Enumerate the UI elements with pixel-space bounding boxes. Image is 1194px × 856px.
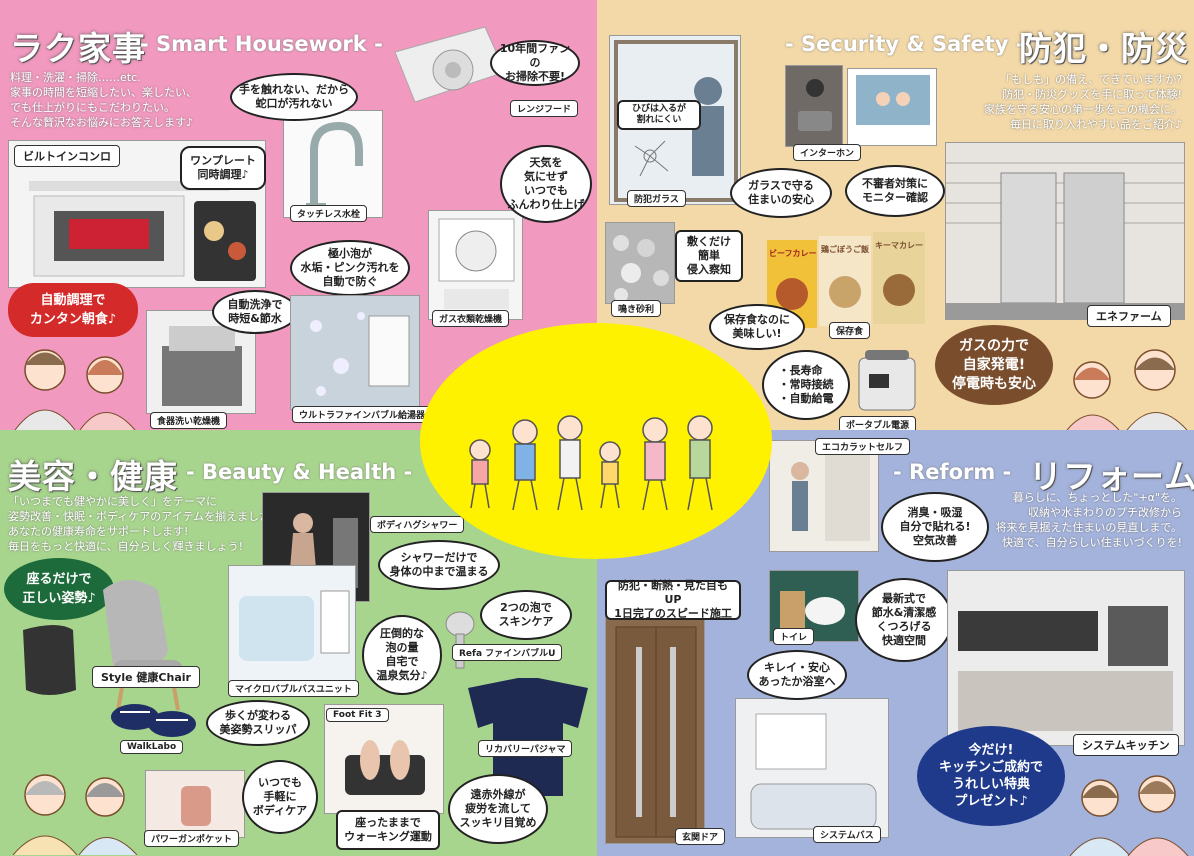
refa-bubble: 2つの泡で スキンケア: [480, 590, 572, 640]
security-title-en: - Security & Safety -: [785, 32, 1025, 56]
reform-title-jp: リフォーム: [1029, 457, 1194, 496]
gravel-label: 鳴き砂利: [611, 300, 662, 317]
pajama-label: リカバリーパジャマ: [478, 740, 573, 757]
security-callout: ガスの力で 自家発電! 停電時も安心: [935, 325, 1053, 405]
footfit-label: Foot Fit 3: [326, 708, 389, 722]
gun-label: パワーガンポケット: [144, 830, 240, 847]
bath-label: マイクロバブルバスユニット: [228, 680, 359, 697]
dryer-label: ガス衣類乾燥機: [432, 310, 510, 327]
shower-bubble: シャワーだけで 身体の中まで温まる: [378, 540, 500, 590]
beauty-people-illustration: [12, 774, 138, 855]
foam-bubble: 極小泡が 水垢・ピンク汚れを 自動で防ぐ: [290, 240, 410, 296]
chair-illustration: [23, 580, 183, 710]
reform-people-illustration: [1069, 775, 1189, 856]
glass-note: ひびは入るが 割れにくい: [617, 100, 701, 130]
enefarm-label: エネファーム: [1087, 305, 1171, 327]
housework-people-illustration: [14, 349, 136, 430]
housework-callout: 自動調理で カンタン朝食♪: [8, 283, 138, 337]
beauty-intro: 「いつまでも健やかに美しく」をテーマに 姿勢改善・快眠・ボディケアのアイテムを揃…: [8, 495, 282, 553]
care-bubble: いつでも 手軽に ボディケア: [242, 760, 318, 834]
system-kitchen-photo: [947, 570, 1185, 746]
ecocarat-label: エコカラットセルフ: [815, 438, 911, 455]
section-reform: - Reform - リフォーム 暮らしに、ちょっとした"+α"を。 収納や水ま…: [597, 430, 1194, 856]
food-pack-1: ビーフカレー: [769, 249, 817, 258]
monitor-photo: [847, 68, 937, 146]
chair-label: Style 健康Chair: [92, 666, 200, 688]
toilet-bubble: 最新式で 節水&清潔感 くつろげる 快適空間: [855, 578, 953, 662]
refa-illustration: [445, 611, 475, 669]
toilet-photo: [769, 570, 859, 642]
power-label: ポータブル電源: [839, 416, 917, 430]
bath-reform-bubble: キレイ・安心 あったか浴室へ: [747, 650, 847, 700]
walk-bubble: 座ったままで ウォーキング運動: [336, 810, 440, 850]
system-bath-label: システムバス: [813, 826, 881, 843]
gravel-photo: [605, 222, 675, 304]
glass-bubble: ガラスで守る 住まいの安心: [730, 168, 832, 218]
system-kitchen-label: システムキッチン: [1073, 734, 1179, 756]
slipper-bubble: 歩くが変わる 美姿勢スリッパ: [206, 700, 310, 746]
security-glass-photo: [609, 35, 741, 205]
toilet-label: トイレ: [773, 628, 815, 645]
dry-bubble: 天気を 気にせず いつでも ふんわり仕上げ: [500, 145, 592, 223]
bath-bubble: 圧倒的な 泡の量 自宅で 温泉気分♪: [362, 615, 442, 695]
section-beauty: 美容・健康 - Beauty & Health - 「いつまでも健やかに美しく」…: [0, 430, 597, 856]
section-security: - Security & Safety - 防犯・防災 「もしも」の備え、できて…: [597, 0, 1194, 430]
food-pack-2: 鶏ごぼうご飯: [821, 245, 869, 254]
food-bubble: 保存食なのに 美味しい!: [709, 304, 805, 350]
oneplate-bubble: ワンプレート 同時調理♪: [180, 146, 266, 190]
door-label: 玄関ドア: [675, 828, 726, 845]
bubble-heater-photo: [290, 295, 420, 410]
beauty-callout: 座るだけで 正しい姿勢♪: [4, 558, 114, 620]
security-intro: 「もしも」の備え、できていますか? 防犯・防災グッズを手に取って体験! 家族を守…: [984, 73, 1182, 131]
system-bath-photo: [735, 698, 889, 838]
door-bubble: 防犯・断熱・見た目もUP 1日完了のスピード施工: [605, 579, 741, 620]
rangehood-label: レンジフード: [510, 100, 579, 117]
security-title-jp: 防犯・防災: [1019, 29, 1189, 68]
reform-intro: 暮らしに、ちょっとした"+α"を。 収納や水まわりのプチ改修から 将来を見据えた…: [995, 491, 1182, 549]
security-people-illustration: [1066, 349, 1188, 430]
monitor-bubble: 不審者対策に モニター確認: [845, 165, 945, 217]
faucet-label: タッチレス水栓: [290, 205, 368, 222]
beauty-title-en: - Beauty & Health -: [186, 460, 413, 484]
door-photo: [605, 616, 705, 844]
beauty-title-jp: 美容・健康: [8, 457, 178, 496]
housework-intro: 料理・洗濯・掃除……etc. 家事の時間を短縮したい、楽したい、 でも仕上がりに…: [10, 71, 197, 129]
food-label: 保存食: [829, 322, 871, 339]
refa-label: Refa ファインバブルU: [452, 644, 563, 661]
walklabo-label: WalkLabo: [120, 740, 184, 754]
walking-family-illustration: [469, 415, 713, 511]
reform-callout: 今だけ! キッチンご成約で うれしい特典 プレゼント♪: [917, 726, 1065, 826]
faucet-bubble: 手を触れない、だから 蛇口が汚れない: [230, 73, 358, 121]
dryer-photo: [428, 210, 523, 320]
pajama-illustration: [468, 678, 588, 796]
rangehood-photo: [385, 22, 507, 130]
faucet-photo: [283, 110, 383, 218]
enefarm-photo: [945, 142, 1185, 320]
bath-photo: [228, 565, 356, 683]
gravel-bubble: 敷くだけ 簡単 侵入察知: [675, 230, 743, 282]
ecocarat-photo: [769, 440, 879, 552]
dishwasher-label: 食器洗い乾燥機: [150, 412, 228, 429]
intercom-photo: [785, 65, 843, 147]
power-photo: [855, 346, 919, 416]
slipper-illustration: [111, 704, 196, 737]
housework-title-jp: ラク家事: [10, 29, 146, 68]
power-bubble: ・長寿命 ・常時接続 ・自動給電: [762, 350, 850, 420]
cooktop-label: ビルトインコンロ: [14, 145, 120, 167]
eco-bubble: 消臭・吸湿 自分で貼れる! 空気改善: [881, 492, 989, 562]
reform-title-en: - Reform -: [893, 460, 1012, 484]
section-housework: ラク家事 - Smart Housework - 料理・洗濯・掃除……etc. …: [0, 0, 597, 430]
food-photo: [767, 232, 927, 330]
housework-title-en: - Smart Housework -: [140, 32, 383, 56]
food-pack-3: キーマカレー: [875, 241, 923, 250]
wash-bubble: 自動洗浄で 時短&節水: [212, 290, 298, 334]
intercom-label: インターホン: [793, 144, 862, 161]
security-glass-label: 防犯ガラス: [627, 190, 686, 207]
pajama-bubble: 遠赤外線が 疲労を流して スッキリ目覚め: [448, 774, 548, 844]
shower-label: ボディハグシャワー: [370, 516, 465, 533]
gun-photo: [145, 770, 245, 838]
fan-bubble: 10年間ファンの お掃除不要!: [490, 40, 580, 86]
bubble-heater-label: ウルトラファインバブル給湯器: [292, 406, 433, 423]
